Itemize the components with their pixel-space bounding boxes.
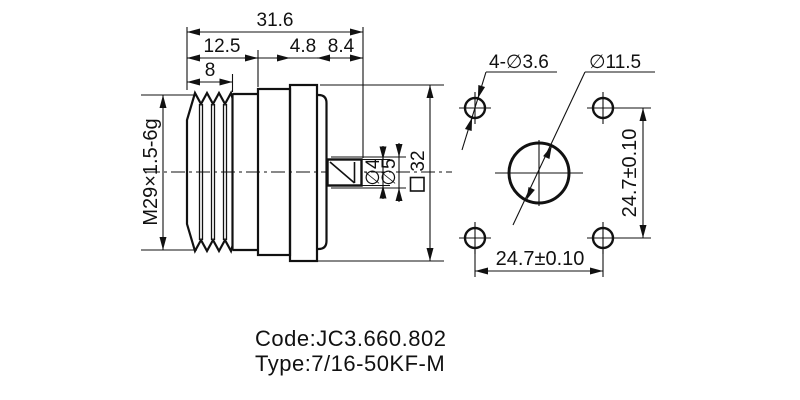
flange-outline	[288, 83, 319, 263]
dim-label-front-length: 12.5	[204, 36, 241, 57]
dim-label-insulator-diameter: ∅5	[379, 158, 400, 185]
dim-hole-pitch-vertical: 24.7±0.10	[613, 107, 651, 239]
dim-label-rear-length: 8.4	[328, 36, 355, 57]
dim-insulator-diameter: ∅5	[331, 143, 406, 202]
dim-label-flange-thickness: 4.8	[290, 36, 316, 57]
side-view: 31.6 12.5 4.8 8.4 8 M29×1.5-6g	[140, 10, 452, 263]
leader-center-bore: ∅11.5	[512, 52, 655, 226]
collar-outline	[232, 92, 258, 252]
dim-label-thread-spec: M29×1.5-6g	[140, 118, 162, 225]
dim-flange-square: 32	[295, 84, 444, 262]
dim-label-hole-pitch-vertical: 24.7±0.10	[619, 129, 641, 218]
dim-label-thread-length: 8	[205, 60, 216, 81]
dim-label-center-bore: ∅11.5	[589, 52, 641, 73]
thread-profile	[185, 90, 234, 254]
dim-pin-diameter: ∅4	[362, 146, 390, 199]
dim-chain-row: 12.5 4.8 8.4	[186, 36, 364, 62]
dim-label-hole-pitch-horizontal: 24.7±0.10	[496, 248, 585, 270]
dim-label-mounting-holes: 4-∅3.6	[489, 52, 549, 73]
caption-code: Code:JC3.660.802	[255, 326, 446, 351]
dim-total-length: 31.6	[186, 10, 364, 36]
front-view: 4-∅3.6 ∅11.5 24.7±0.10 24.7±0.10	[459, 52, 655, 277]
mounting-hole-bottom-left	[459, 222, 491, 254]
caption: Code:JC3.660.802 Type:7/16-50KF-M	[255, 326, 446, 376]
dim-thread-length: 8	[186, 60, 233, 86]
dim-label-flange-square: 32	[408, 150, 429, 171]
caption-type: Type:7/16-50KF-M	[255, 351, 445, 376]
dim-label-total-length: 31.6	[257, 10, 294, 31]
square-symbol	[409, 176, 425, 192]
leader-mounting-holes: 4-∅3.6	[461, 52, 557, 151]
center-bore	[495, 140, 583, 206]
dim-hole-pitch-horizontal: 24.7±0.10	[474, 248, 604, 277]
dim-thread-spec: M29×1.5-6g	[140, 94, 197, 251]
center-pin	[326, 158, 363, 187]
dim-label-pin-diameter: ∅4	[363, 158, 384, 186]
